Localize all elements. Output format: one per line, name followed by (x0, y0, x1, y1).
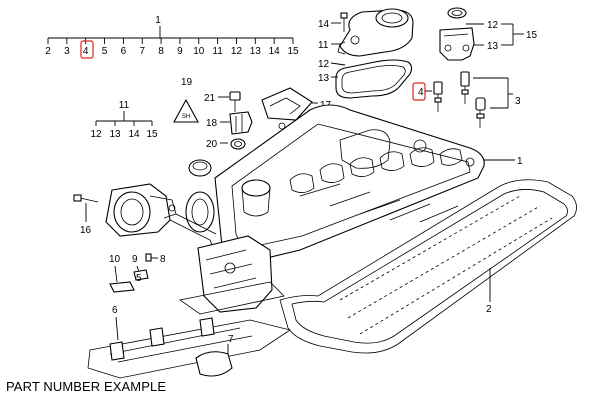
top-bracket-label: 12 (231, 46, 243, 57)
top-callout-group: 1 2 3 4 5 6 7 8 9 10 11 12 13 14 15 (45, 15, 299, 59)
callout-18: 18 (206, 118, 218, 129)
callout-13-right: 13 (487, 41, 499, 52)
crankcase-breather-assembly: 14 11 12 13 (318, 8, 414, 99)
warning-badge-text: SH (182, 114, 190, 120)
callout-12-right: 12 (487, 20, 499, 31)
callout-11-top: 11 (318, 40, 329, 51)
left-bracket-label: 14 (128, 129, 140, 140)
top-bracket-label: 14 (269, 46, 281, 57)
callout-9: 9 (132, 254, 138, 265)
top-bracket-label: 3 (64, 46, 70, 57)
callout-4-sensor: 4 (418, 87, 424, 98)
callout-16: 16 (80, 225, 92, 236)
cylinder-head-cover: 1 (185, 104, 523, 263)
highlight-box-top (80, 40, 94, 59)
top-bracket-label: 10 (193, 46, 205, 57)
callout-7: 7 (228, 334, 234, 345)
callout-12-top: 12 (318, 59, 330, 70)
top-bracket-label: 8 (158, 46, 164, 57)
small-brackets: 10 9 8 5 (109, 253, 166, 293)
callout-8: 8 (160, 254, 166, 265)
top-bracket-label: 7 (139, 46, 145, 57)
callout-top-header: 1 (155, 15, 161, 26)
valve-cover-gasket: 2 (279, 179, 577, 354)
top-bracket-label: 5 (102, 46, 108, 57)
callout-6: 6 (112, 305, 118, 316)
top-bracket-label: 6 (121, 46, 127, 57)
top-bracket-label: 11 (212, 46, 223, 57)
top-bracket-label: 15 (287, 46, 299, 57)
callout-13-top: 13 (318, 73, 330, 84)
throttle-body: 16 (73, 183, 217, 251)
top-bracket-label: 2 (45, 46, 51, 57)
left-bracket-label: 15 (146, 129, 158, 140)
callout-15: 15 (526, 30, 538, 41)
callout-5: 5 (136, 273, 142, 284)
callout-19: 19 (181, 77, 193, 88)
callout-14: 14 (318, 19, 330, 30)
sensor-group: 4 3 (412, 71, 521, 128)
highlight-box-sensor (412, 82, 426, 101)
left-bracket-label: 12 (90, 129, 102, 140)
top-bracket-label: 13 (250, 46, 262, 57)
oil-separator-valve: 12 13 15 (439, 7, 538, 61)
top-bracket-label: 9 (177, 46, 183, 57)
part-number-caption: PART NUMBER EXAMPLE (6, 379, 167, 394)
left-callout-group: 11 12 13 14 15 (90, 100, 158, 140)
callout-3: 3 (515, 96, 521, 107)
left-small-parts: 19 SH 21 18 20 17 (173, 77, 332, 177)
left-bracket-label: 13 (109, 129, 121, 140)
callout-1: 1 (517, 156, 523, 167)
callout-20: 20 (206, 139, 218, 150)
callout-10: 10 (109, 254, 121, 265)
top-bracket-label: 4 (83, 46, 89, 57)
lower-cover-plate: 6 7 (87, 281, 291, 379)
callout-left-header: 11 (119, 100, 130, 111)
callout-21: 21 (204, 93, 216, 104)
callout-2: 2 (486, 304, 492, 315)
